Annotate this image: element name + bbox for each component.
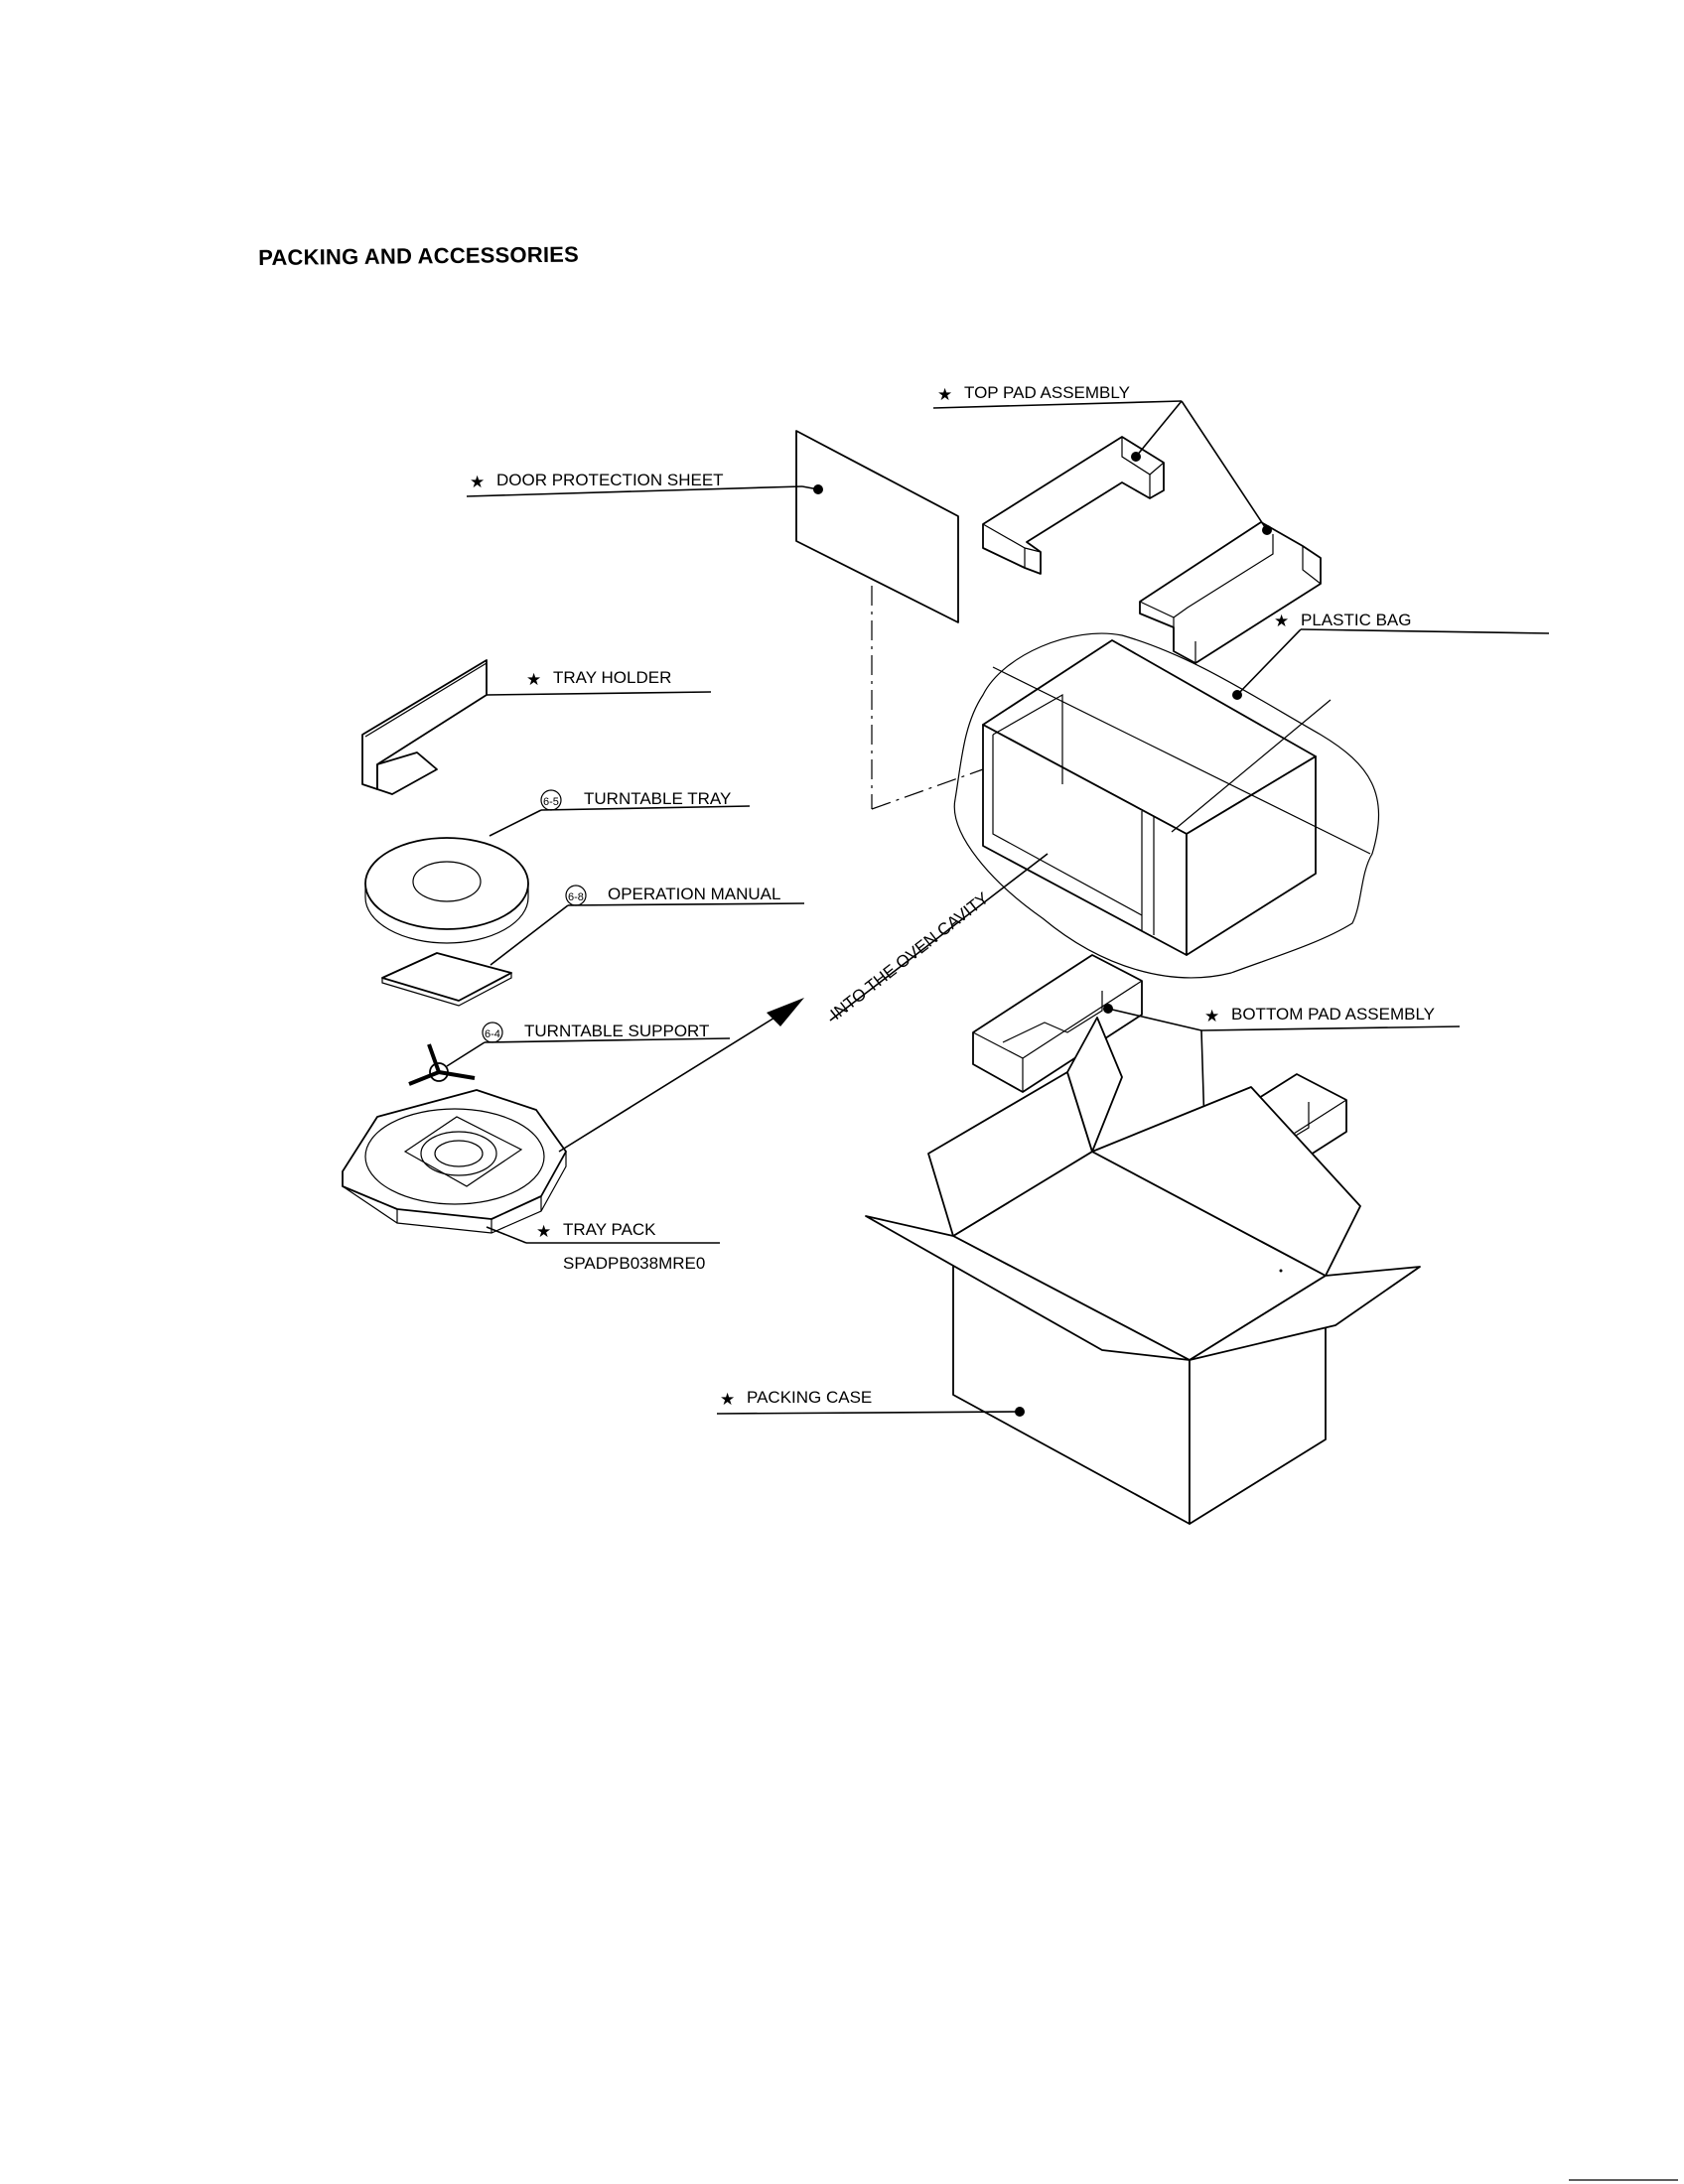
star-icon: ★ [1274,612,1289,630]
star-icon: ★ [720,1390,735,1409]
turntable-support-text: TURNTABLE SUPPORT [524,1022,709,1040]
packing-case-text: PACKING CASE [747,1388,872,1407]
operation-manual-text: OPERATION MANUAL [608,885,780,903]
top-pad-assembly-text: TOP PAD ASSEMBLY [964,383,1130,402]
label-operation-manual: 6-8 OPERATION MANUAL [490,885,805,966]
label-packing-case: ★ PACKING CASE [716,1388,1021,1415]
tray-holder-text: TRAY HOLDER [553,668,671,687]
plastic-bag-text: PLASTIC BAG [1301,611,1411,629]
turntable-support-ref: 6-4 [485,1028,500,1040]
label-tray-pack: ★ TRAY PACK SPADPB038MRE0 [486,1220,720,1273]
door-protection-sheet-text: DOOR PROTECTION SHEET [496,471,724,489]
turntable-support [408,1043,476,1086]
label-tray-holder: ★ TRAY HOLDER [486,668,712,696]
bottom-pad-left [972,954,1143,1093]
top-pad-right [1139,521,1322,664]
star-icon: ★ [1204,1007,1219,1025]
tray-pack-text: TRAY PACK [563,1220,656,1239]
packing-case [865,1017,1421,1525]
turntable-tray-text: TURNTABLE TRAY [584,789,731,808]
label-turntable-support: 6-4 TURNTABLE SUPPORT [446,1022,731,1067]
tray-pack [342,1089,567,1234]
star-icon: ★ [536,1222,551,1241]
operation-manual [381,952,512,1007]
tray-pack-code: SPADPB038MRE0 [563,1254,705,1273]
label-turntable-tray: 6-5 TURNTABLE TRAY [489,789,751,837]
turntable-tray [364,837,529,944]
turntable-tray-ref: 6-5 [543,796,559,808]
star-icon: ★ [470,473,485,491]
microwave-oven [982,639,1371,956]
star-icon: ★ [937,385,952,404]
label-plastic-bag: ★ PLASTIC BAG [1236,611,1550,696]
star-icon: ★ [526,670,541,689]
top-pad-left [982,436,1165,575]
label-door-protection-sheet: ★ DOOR PROTECTION SHEET [466,471,819,497]
label-bottom-pad-assembly: ★ BOTTOM PAD ASSEMBLY [1107,1005,1461,1160]
label-top-pad-assembly: ★ TOP PAD ASSEMBLY [932,383,1268,531]
operation-manual-ref: 6-8 [568,891,584,903]
door-protection-sheet [795,430,984,810]
into-oven-cavity-text: INTO THE OVEN CAVITY [827,888,993,1024]
tray-holder [361,659,488,795]
bottom-pad-assembly-text: BOTTOM PAD ASSEMBLY [1231,1005,1435,1024]
